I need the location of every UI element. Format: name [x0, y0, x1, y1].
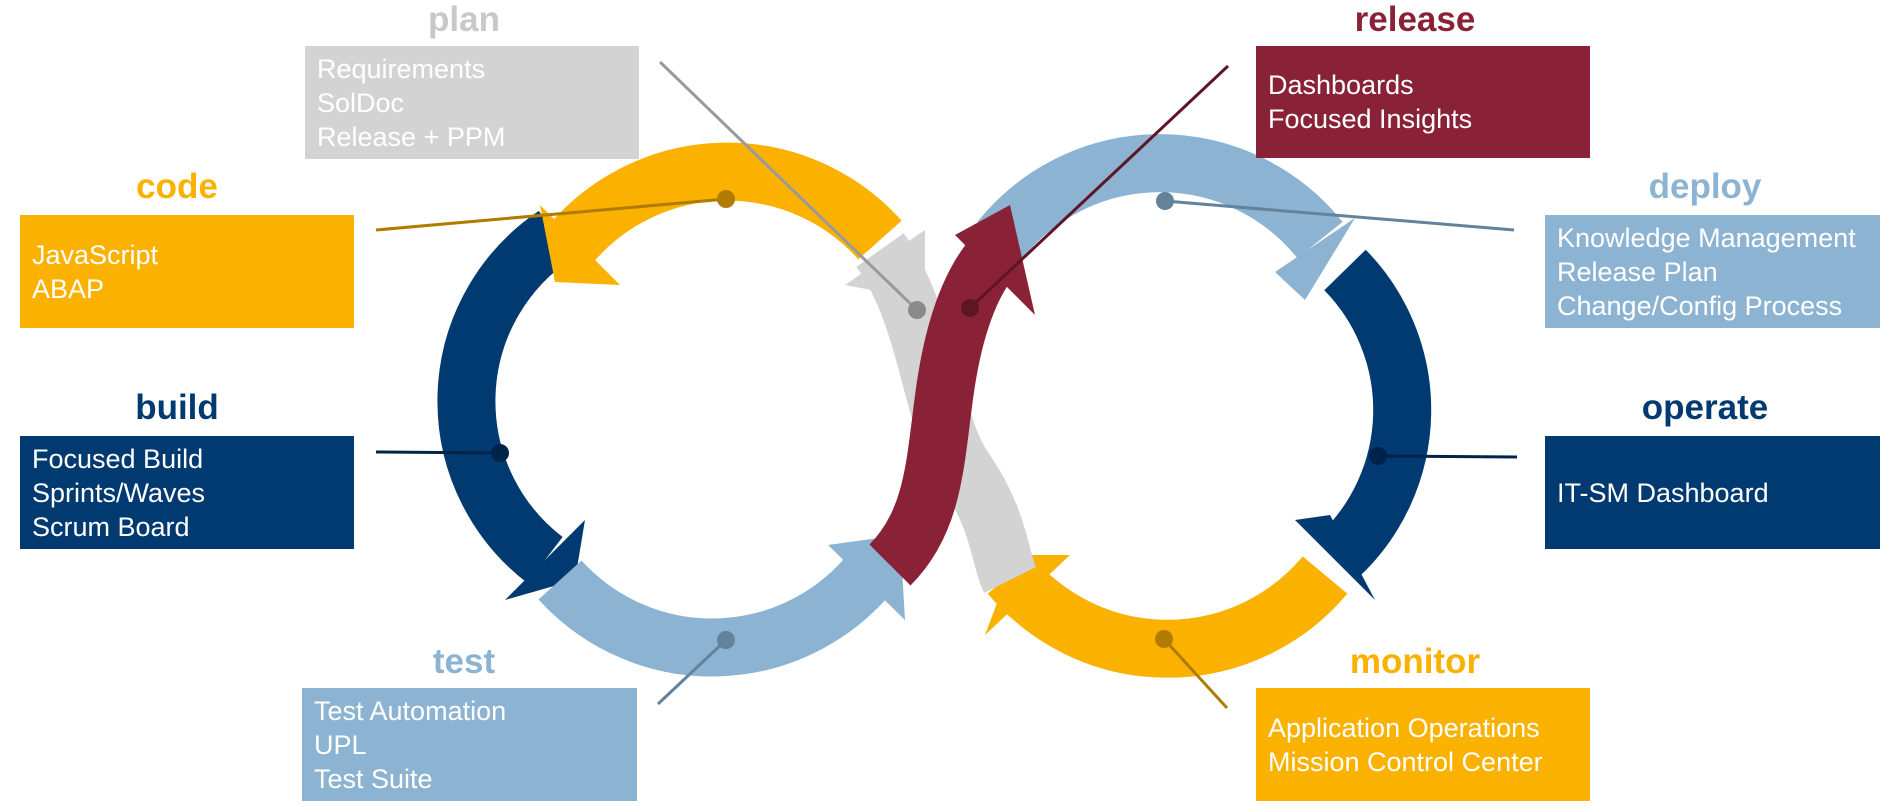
deploy-item: Release Plan — [1557, 256, 1718, 287]
plan-dot — [908, 301, 926, 319]
deploy-box: Knowledge Management Release Plan Change… — [1545, 215, 1880, 328]
plan-connector — [658, 60, 919, 312]
release-band — [868, 222, 1025, 586]
plan-arrowhead — [845, 230, 925, 300]
plan-item: Release + PPM — [317, 121, 506, 152]
release-item: Dashboards — [1268, 70, 1414, 100]
code-title: code — [136, 167, 218, 206]
build-item: Focused Build — [32, 443, 204, 474]
code-dot — [717, 190, 735, 208]
test-item: UPL — [314, 729, 367, 760]
release-connector — [968, 64, 1230, 310]
plan-box: Requirements SolDoc Release + PPM — [305, 46, 639, 159]
code-item: JavaScript — [32, 239, 159, 270]
operate-title: operate — [1641, 388, 1769, 427]
monitor-arrowhead — [985, 555, 1070, 635]
monitor-connector — [1162, 637, 1229, 710]
monitor-dot — [1155, 630, 1173, 648]
deploy-title: deploy — [1648, 167, 1762, 206]
plan-item: SolDoc — [317, 87, 405, 118]
code-connector — [375, 197, 727, 232]
deploy-connector — [1164, 199, 1515, 232]
build-arc — [437, 210, 572, 584]
build-box: Focused Build Sprints/Waves Scrum Board — [20, 436, 354, 549]
monitor-box: Application Operations Mission Control C… — [1256, 688, 1590, 801]
monitor-item: Mission Control Center — [1268, 746, 1543, 777]
build-connector — [375, 450, 501, 455]
test-item: Test Automation — [314, 695, 507, 726]
release-box: Dashboards Focused Insights — [1256, 46, 1590, 158]
release-arrowhead — [955, 205, 1035, 315]
test-dot — [717, 631, 735, 649]
operate-box: IT-SM Dashboard — [1545, 436, 1880, 549]
code-box: JavaScript ABAP — [20, 215, 354, 328]
test-connector — [656, 638, 728, 706]
operate-connector — [1377, 454, 1518, 459]
build-dot — [491, 444, 509, 462]
monitor-title: monitor — [1349, 642, 1481, 681]
code-item: ABAP — [32, 273, 105, 304]
operate-dot — [1369, 447, 1387, 465]
operate-item: IT-SM Dashboard — [1557, 477, 1769, 508]
deploy-arrowhead — [1275, 218, 1355, 300]
deploy-item: Change/Config Process — [1557, 290, 1843, 321]
code-arrowhead — [540, 205, 620, 285]
plan-item: Requirements — [317, 53, 486, 84]
operate-arrowhead — [1295, 515, 1375, 600]
test-title: test — [432, 642, 496, 681]
deploy-arc — [977, 134, 1343, 259]
build-title: build — [135, 388, 219, 427]
monitor-item: Application Operations — [1268, 712, 1540, 743]
plan-title: plan — [428, 0, 500, 39]
test-item: Test Suite — [314, 763, 433, 794]
deploy-dot — [1156, 192, 1174, 210]
deploy-item: Knowledge Management — [1557, 222, 1856, 253]
release-item: Focused Insights — [1268, 104, 1473, 134]
test-box: Test Automation UPL Test Suite — [302, 688, 637, 801]
build-item: Scrum Board — [32, 511, 190, 542]
build-item: Sprints/Waves — [32, 477, 206, 508]
release-title: release — [1354, 0, 1476, 39]
monitor-arc — [987, 556, 1348, 678]
release-dot — [961, 299, 979, 317]
operate-arc — [1319, 249, 1432, 577]
